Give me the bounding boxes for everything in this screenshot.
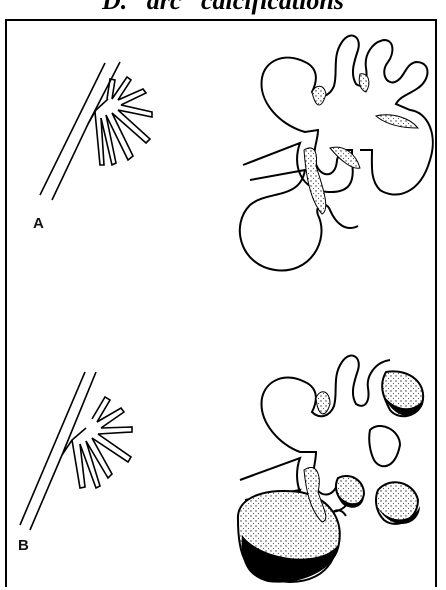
panel-a-label: A [33, 215, 44, 232]
panel-b-label: B [18, 537, 29, 554]
panel-a-calcifications [304, 74, 418, 214]
panel-b-calcifications [238, 371, 424, 582]
panel-b-duct-tree [20, 372, 132, 530]
panel-a-duct-tree [40, 62, 152, 200]
